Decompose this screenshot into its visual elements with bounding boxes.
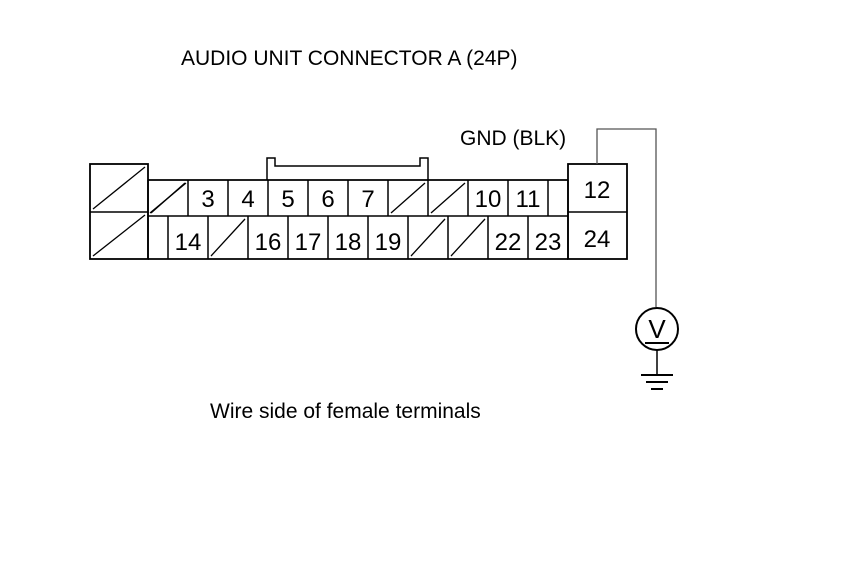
empty-slot-mark: [92, 214, 146, 257]
empty-slot-mark: [410, 218, 446, 257]
empty-slot-mark: [430, 182, 466, 214]
pin-5: 5: [281, 186, 294, 213]
voltmeter-symbol: V: [648, 314, 666, 344]
pin-10: 10: [475, 186, 502, 213]
pin-11: 11: [516, 186, 541, 213]
pin-14: 14: [175, 229, 202, 256]
pin-24: 24: [584, 226, 611, 253]
gnd-wire-label: GND (BLK): [460, 127, 566, 150]
pin-16: 16: [255, 229, 282, 256]
empty-slot-mark: [390, 182, 426, 214]
pin-18: 18: [335, 229, 362, 256]
empty-slot-mark: [450, 218, 486, 257]
pin-7: 7: [361, 186, 374, 213]
pin-4: 4: [241, 186, 254, 213]
empty-slot-mark: [92, 166, 146, 210]
empty-slot-mark: [149, 182, 187, 214]
pin-22: 22: [495, 229, 522, 256]
pin-3: 3: [201, 186, 214, 213]
voltmeter-icon: V: [635, 307, 679, 351]
diagram-title: AUDIO UNIT CONNECTOR A (24P): [181, 47, 517, 70]
pin-23: 23: [535, 229, 562, 256]
pin-19: 19: [375, 229, 402, 256]
pin-6: 6: [321, 186, 334, 213]
empty-slot-mark: [210, 218, 246, 257]
pin-17: 17: [295, 229, 322, 256]
ground-icon: [641, 374, 673, 390]
wire-side-caption: Wire side of female terminals: [210, 400, 481, 423]
connector-latch: [266, 157, 429, 180]
gnd-wire: [596, 128, 657, 307]
pin-12: 12: [584, 177, 611, 204]
